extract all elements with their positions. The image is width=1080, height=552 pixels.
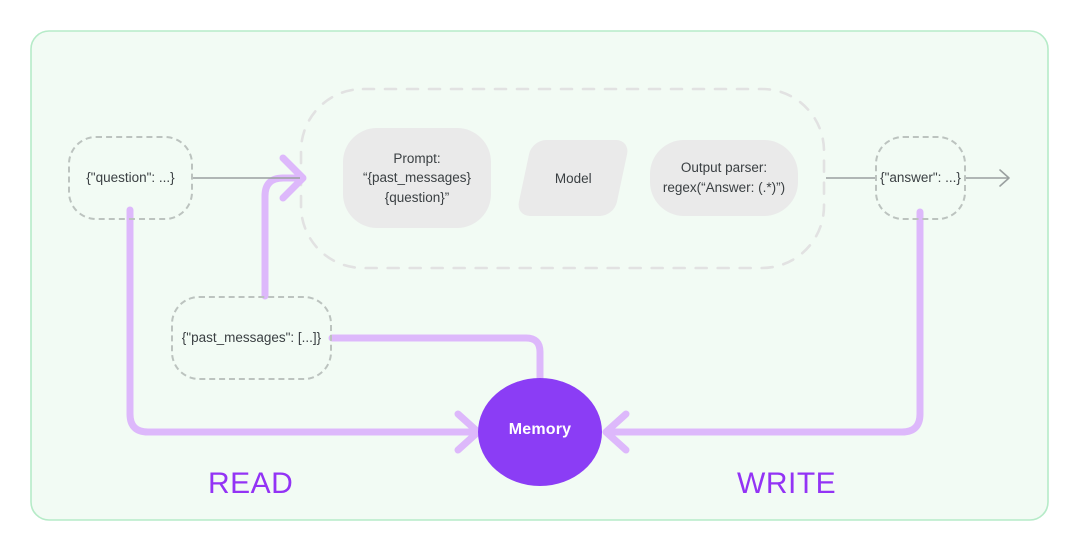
- arrow-right-icon-chain-in: [279, 154, 307, 202]
- parser-line-2: regex(“Answer: (.*)”): [662, 180, 786, 195]
- chain-step-output-parser-text: Output parser: regex(“Answer: (.*)”): [663, 158, 785, 197]
- prompt-line-1: Prompt:: [393, 150, 441, 166]
- arrow-right-icon-output: [999, 169, 1010, 187]
- prompt-line-3: {question}”: [384, 189, 450, 205]
- memory-node[interactable]: [478, 378, 602, 486]
- parser-line-1: Output parser:: [680, 160, 768, 176]
- chain-step-model-label: Model: [554, 170, 592, 186]
- write-flow-label: WRITE: [737, 467, 837, 500]
- flow-question-to-memory: [126, 206, 474, 436]
- chain-step-model[interactable]: Model: [515, 140, 631, 216]
- board-background: [30, 30, 1049, 521]
- chain-step-output-parser[interactable]: Output parser: regex(“Answer: (.*)”): [650, 140, 798, 216]
- chain-step-prompt-text: Prompt: “{past_messages} {question}”: [363, 149, 471, 208]
- flow-answer-to-memory: [608, 208, 924, 436]
- arrow-left-icon-memory-in: [602, 410, 630, 454]
- io-node-past-messages-label: {"past_messages": [...]}: [181, 329, 322, 345]
- io-node-question[interactable]: {"question": ...}: [68, 136, 193, 220]
- io-node-past-messages[interactable]: {"past_messages": [...]}: [171, 296, 332, 380]
- flow-memory-to-past-messages: [328, 334, 544, 396]
- io-node-answer-label: {"answer": ...}: [880, 169, 961, 185]
- memory-node-label: Memory: [508, 421, 572, 438]
- read-flow-label: READ: [208, 467, 294, 500]
- io-node-question-label: {"question": ...}: [86, 169, 175, 185]
- chain-step-prompt[interactable]: Prompt: “{past_messages} {question}”: [343, 128, 491, 228]
- io-node-answer[interactable]: {"answer": ...}: [875, 136, 966, 220]
- prompt-line-2: “{past_messages}: [362, 170, 472, 186]
